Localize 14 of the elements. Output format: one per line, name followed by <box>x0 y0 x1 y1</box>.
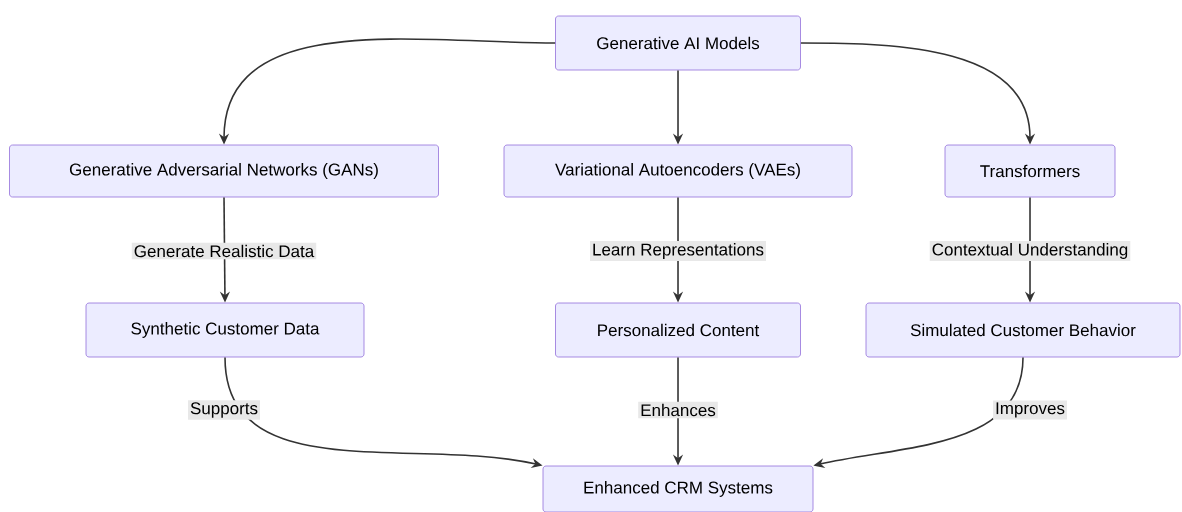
edge-label: Improves <box>993 400 1067 420</box>
process-box: Variational Autoencoders (VAEs) <box>503 144 853 198</box>
edge-label: Generate Realistic Data <box>131 242 317 260</box>
process-box: Generative Adversarial Networks (GANs) <box>9 144 439 198</box>
process-box: Synthetic Customer Data <box>85 302 365 358</box>
edge-label: Supports <box>188 400 261 420</box>
process-box: Simulated Customer Behavior <box>865 302 1181 358</box>
edge-label: Learn Representations <box>590 241 766 261</box>
process-box: Enhanced CRM Systems <box>542 465 814 512</box>
process-box: Personalized Content <box>555 302 801 358</box>
process-box: Transformers <box>944 144 1116 198</box>
process-box: Generative AI Models <box>555 15 801 71</box>
edge-label: Enhances <box>638 401 718 419</box>
edge-label: Contextual Understanding <box>929 241 1131 261</box>
